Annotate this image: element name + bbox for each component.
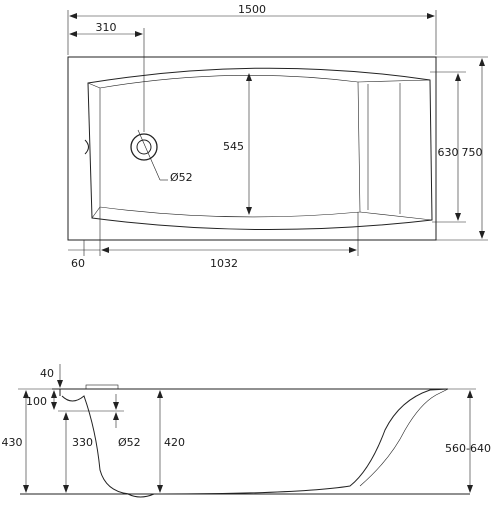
- dim-label-inner-depth: 420: [164, 436, 185, 449]
- tub-outline: [67, 56, 437, 241]
- dim-label-outlet-diameter: Ø52: [118, 436, 141, 449]
- dim-label-drain-diameter: Ø52: [170, 171, 193, 184]
- side-view: 40 100 430 330 Ø52 420 560-640: [2, 364, 491, 498]
- dim-label-width-narrow: 630: [438, 146, 459, 159]
- dim-label-rim-top: 40: [40, 367, 54, 380]
- dim-label-height-total: 430: [2, 436, 23, 449]
- dim-label-overflow-to-floor: 330: [72, 436, 93, 449]
- dim-label-inner-length: 1032: [210, 257, 238, 270]
- tub-side-inner: [359, 388, 449, 487]
- overflow-marker: [84, 139, 89, 155]
- dim-label-inner-width: 545: [223, 140, 244, 153]
- dim-label-leg-height: 560-640: [445, 442, 491, 455]
- drain-leader: [137, 129, 161, 181]
- backrest-line: [357, 79, 431, 83]
- drain-outer-circle: [130, 133, 158, 161]
- backrest-line: [359, 211, 433, 221]
- tub-basin-outline: [87, 67, 433, 231]
- dim-label-rim: 60: [71, 257, 85, 270]
- drain-inner-circle: [136, 139, 152, 155]
- dim-label-length: 1500: [238, 3, 266, 16]
- outlet-pipe: [127, 493, 155, 498]
- dim-label-width-full: 750: [462, 146, 483, 159]
- dim-label-overflow-height: 100: [26, 395, 47, 408]
- foot-end-line: [87, 82, 101, 89]
- foot-end-line: [91, 206, 101, 219]
- dim-label-drain-offset: 310: [96, 21, 117, 34]
- top-view: 1500 310 545 Ø52 630 750 60 1032: [67, 3, 488, 270]
- overflow-fitting: [85, 384, 119, 390]
